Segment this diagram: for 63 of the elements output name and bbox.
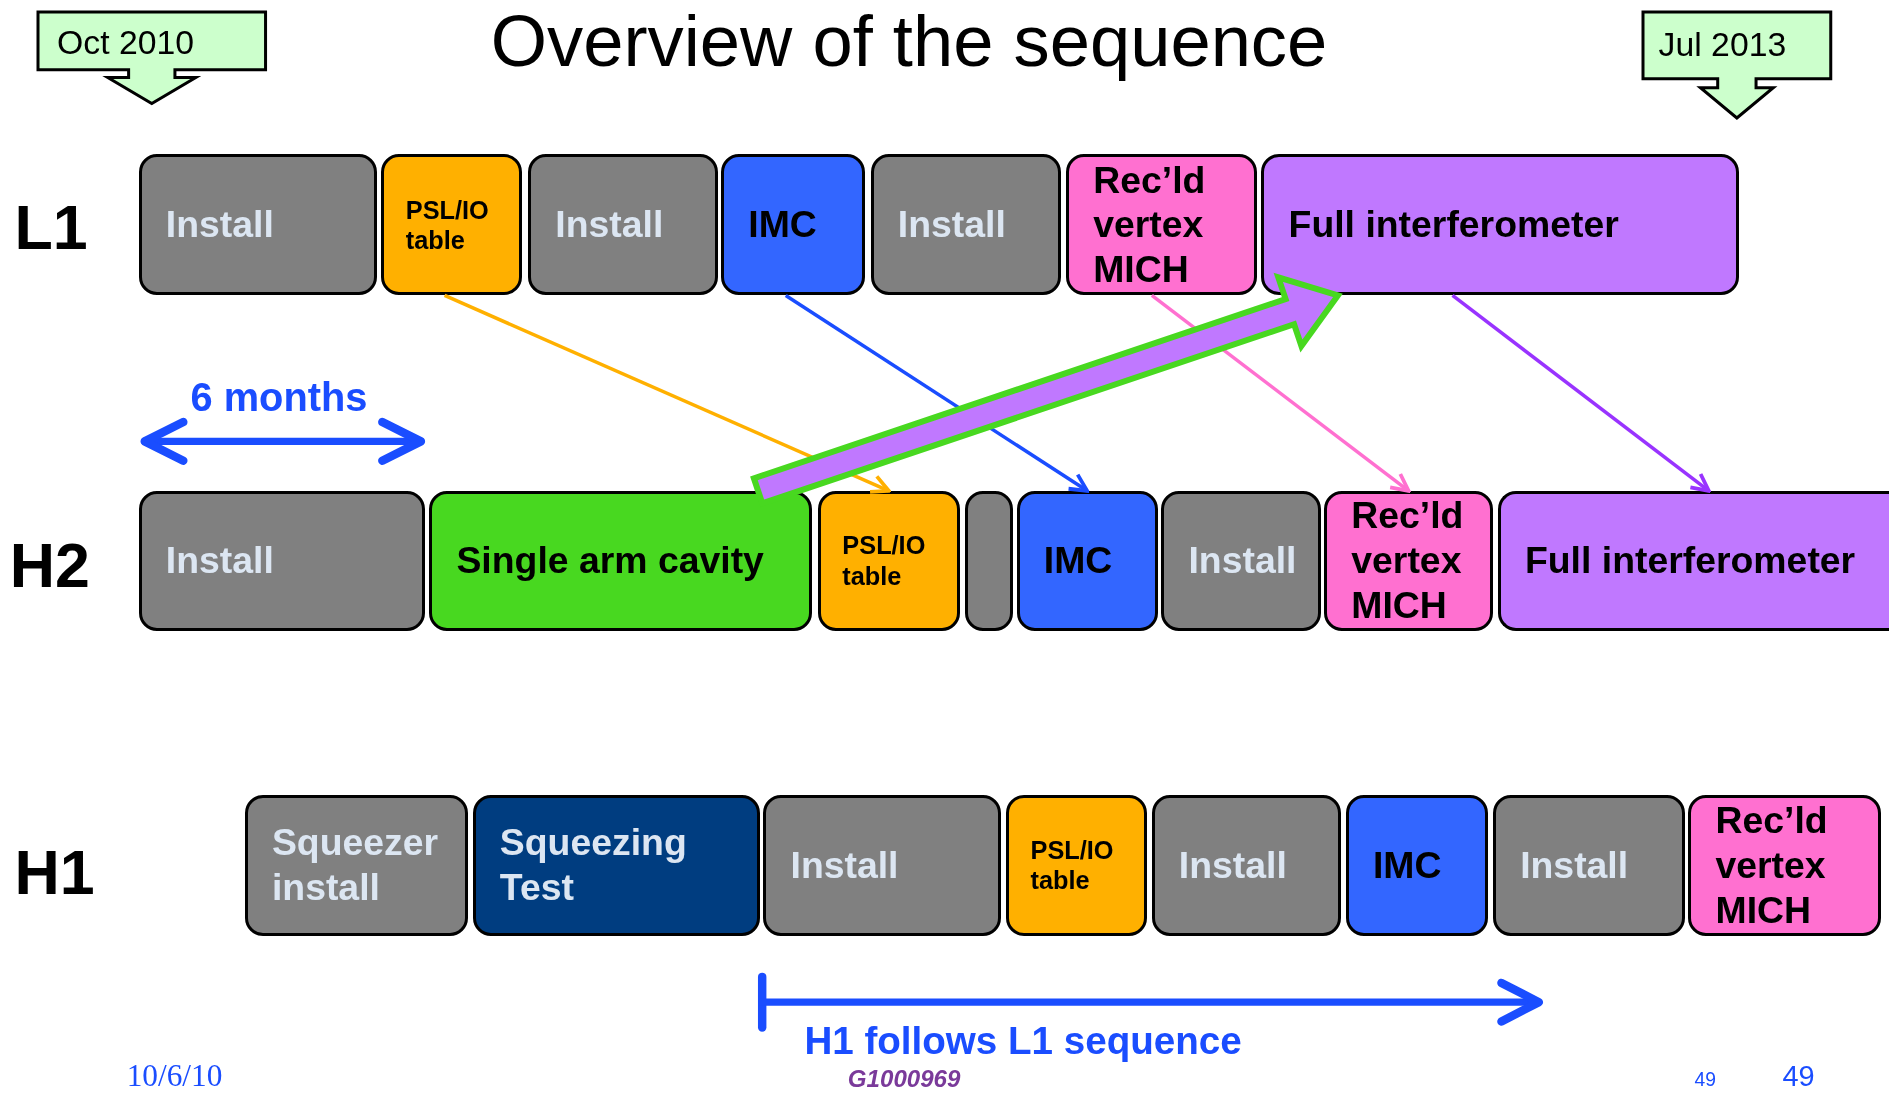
phase-label: Install — [1188, 538, 1297, 584]
arrow — [1150, 294, 1411, 493]
phase-box — [1345, 794, 1489, 936]
page-number: 49 — [1782, 1061, 1815, 1094]
phase-label: Rec’ld vertex MICH — [1093, 157, 1207, 293]
phase-box — [1066, 154, 1257, 296]
phase-label: IMC — [748, 202, 817, 248]
phase-label: Single arm cavity — [456, 538, 764, 584]
arrow — [443, 293, 891, 494]
phase-box — [1005, 794, 1147, 936]
phase-label: IMC — [1373, 842, 1442, 888]
date-label: Jul 2013 — [1658, 24, 1787, 64]
phase-label: IMC — [1043, 538, 1113, 584]
phase-label: Install — [790, 842, 899, 888]
phase-label: Full interferometer — [1524, 538, 1856, 584]
duration-label: 6 months — [190, 376, 368, 421]
phase-label: Install — [1178, 842, 1287, 888]
phase-label: Squeezing Test — [499, 820, 688, 911]
phase-box — [1261, 154, 1740, 296]
phase-label: Squeezer install — [271, 820, 440, 911]
phase-label: Full interferometer — [1288, 202, 1619, 248]
phase-box — [138, 490, 425, 631]
phase-box — [721, 154, 865, 296]
sequence-note: H1 follows L1 sequence — [804, 1020, 1242, 1063]
date-callout — [36, 9, 268, 107]
phase-label: PSL/IO table — [405, 194, 490, 256]
phase-label: Install — [897, 202, 1006, 248]
phase-box — [381, 154, 523, 296]
phase-box — [763, 794, 1001, 936]
phase-label: Install — [165, 538, 274, 584]
phase-box — [870, 154, 1062, 296]
phase-box — [1161, 490, 1321, 631]
date-label: Oct 2010 — [57, 22, 194, 62]
phase-box — [1324, 490, 1493, 631]
phase-box — [244, 794, 468, 936]
arrow — [1451, 294, 1711, 493]
phase-label: Install — [555, 202, 664, 248]
phase-label: Install — [1520, 842, 1629, 888]
phase-label: PSL/IO table — [842, 530, 927, 592]
phase-label: Rec’ld vertex MICH — [1351, 493, 1465, 629]
arrow — [784, 294, 1090, 493]
phase-box — [1493, 794, 1685, 936]
gap-box — [964, 490, 1013, 631]
date-callout — [1641, 9, 1834, 121]
phase-box — [528, 154, 718, 296]
date-footer: 10/6/10 — [126, 1058, 223, 1094]
phase-box — [138, 154, 378, 296]
phase-box — [472, 794, 760, 936]
phase-box — [817, 490, 960, 631]
row-label: H2 — [9, 530, 90, 600]
phase-box — [429, 490, 812, 631]
row-label: L1 — [14, 192, 88, 262]
phase-label: Install — [165, 202, 274, 248]
phase-label: PSL/IO table — [1030, 834, 1115, 896]
phase-box — [1688, 794, 1882, 936]
slide-title: Overview of the sequence — [490, 0, 1328, 82]
phase-box — [1016, 490, 1158, 631]
row-label: H1 — [14, 838, 95, 908]
phase-label: Rec’ld vertex MICH — [1715, 798, 1829, 933]
page-number: 49 — [1694, 1068, 1716, 1090]
phase-box — [1151, 794, 1342, 936]
document-number: G1000969 — [847, 1066, 961, 1093]
phase-box — [1497, 490, 1889, 631]
